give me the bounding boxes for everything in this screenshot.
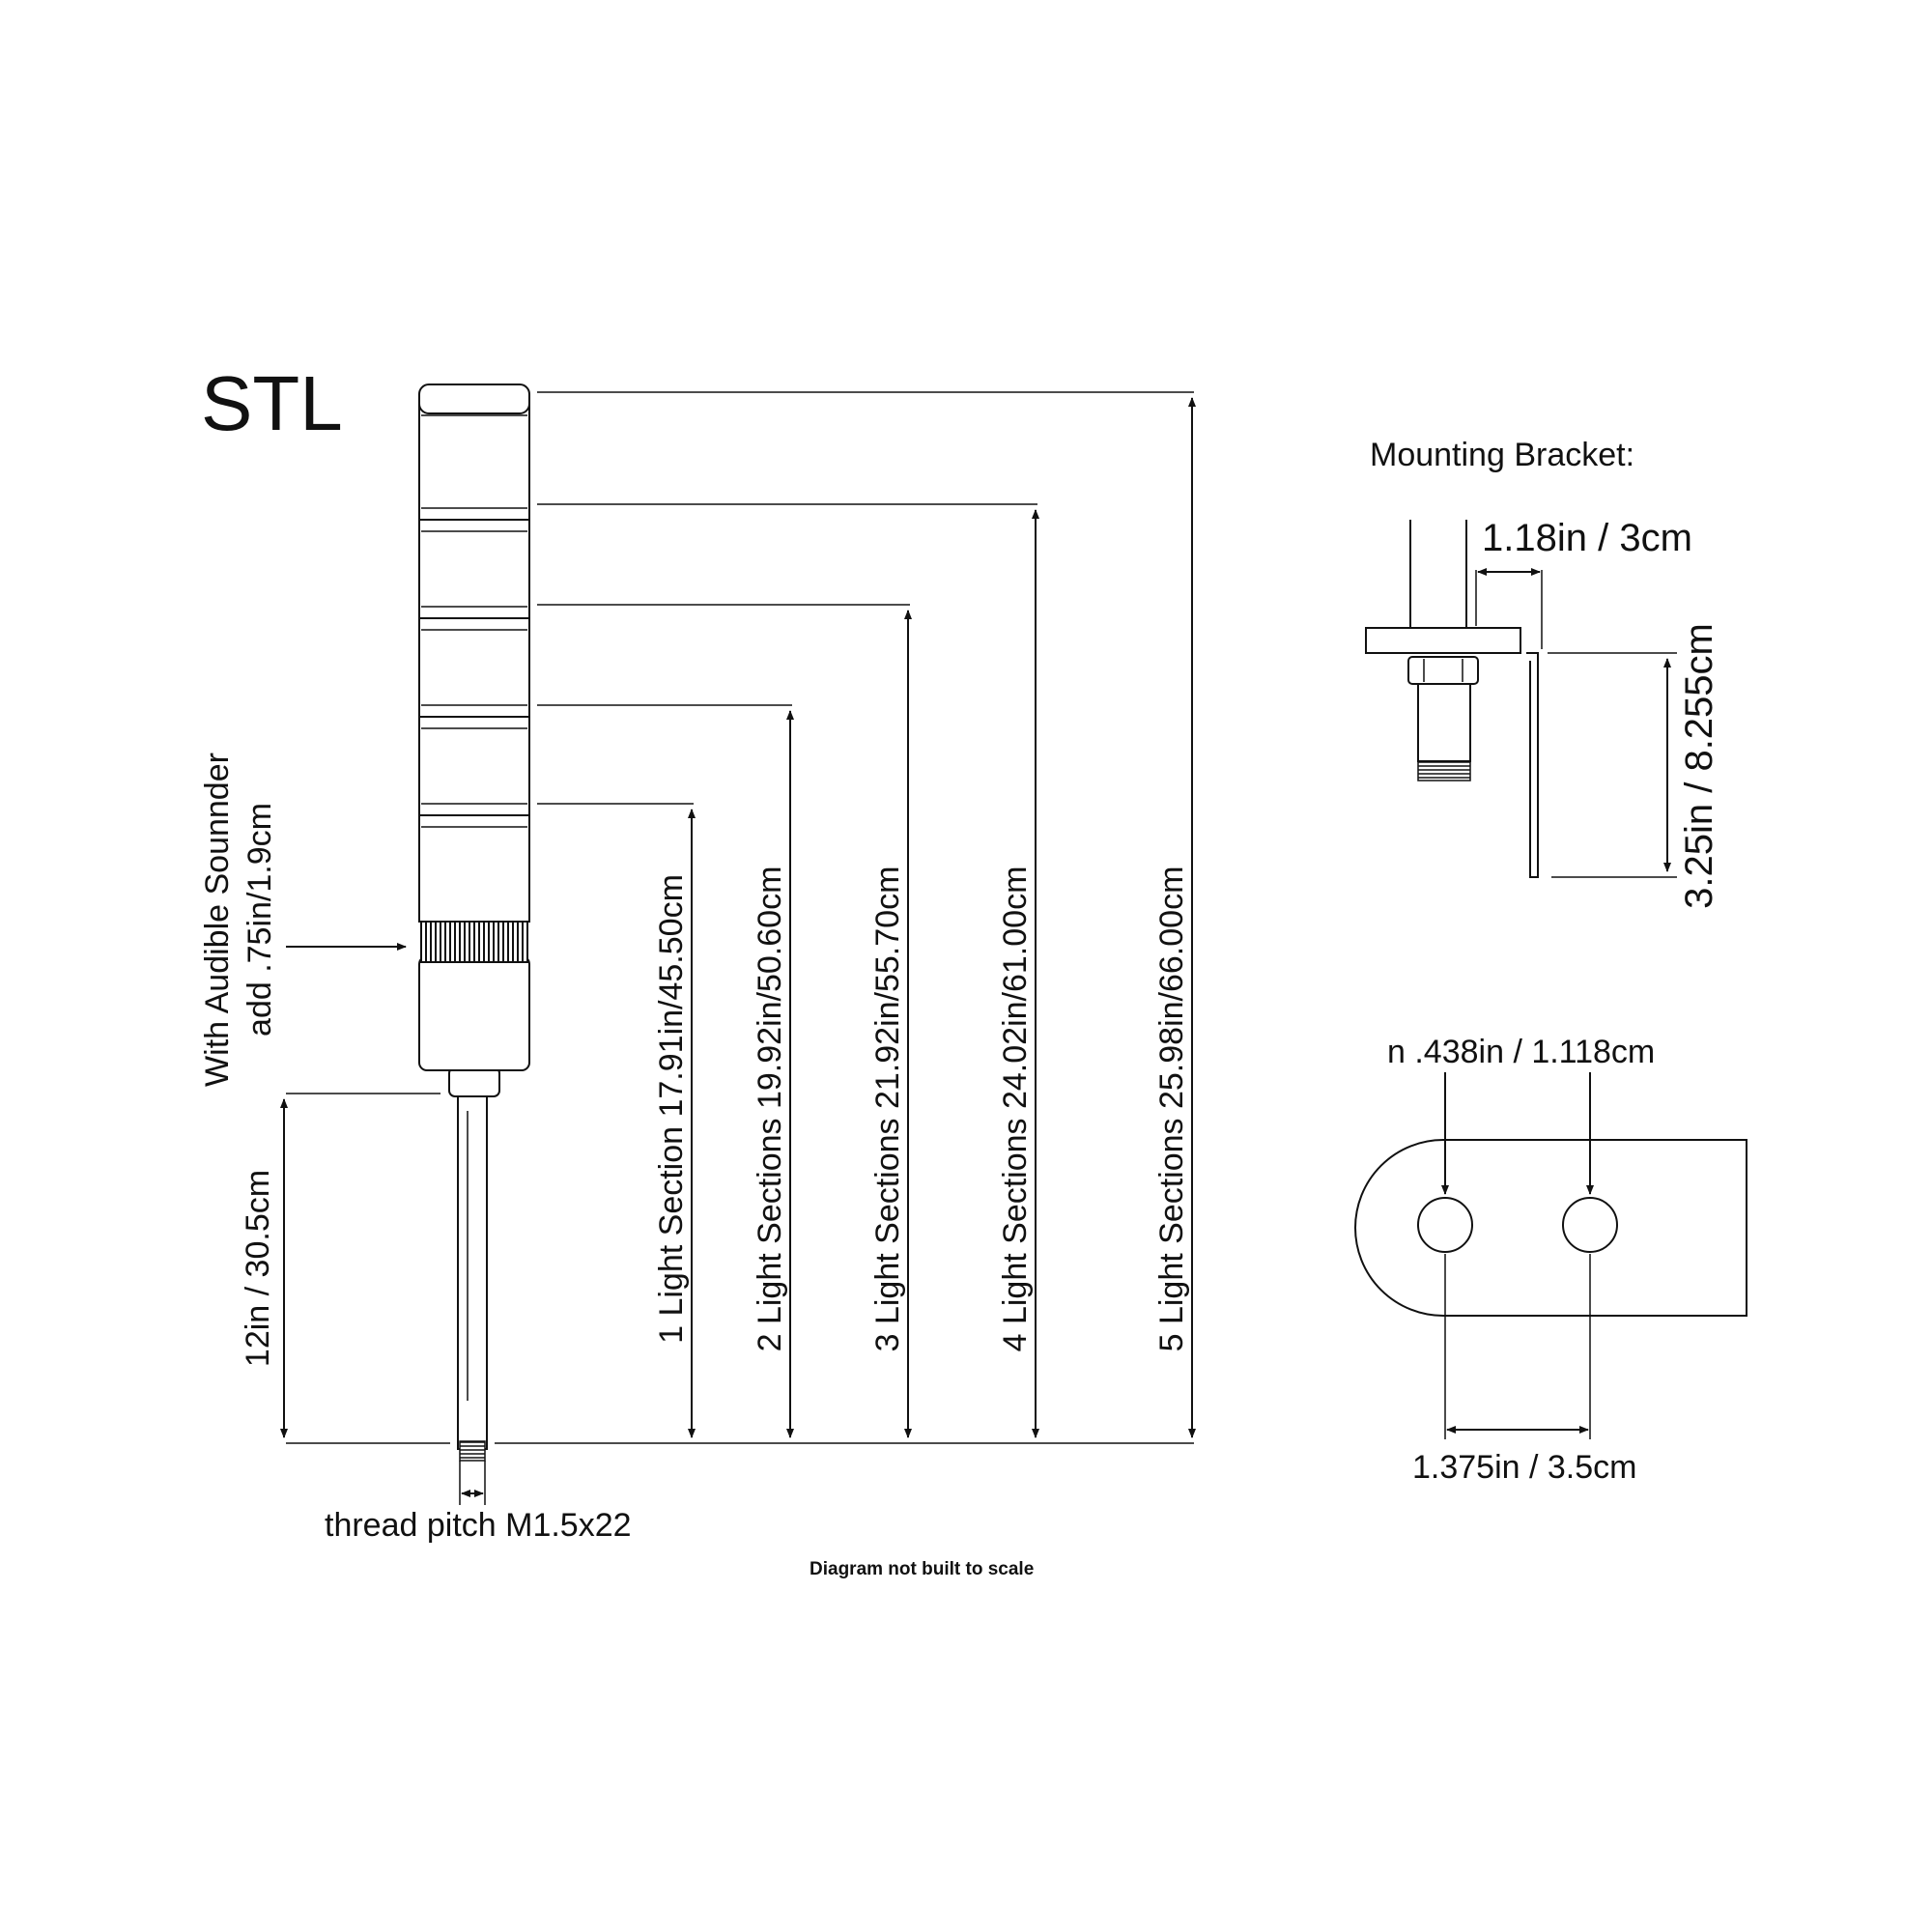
mounting-hole (1562, 1197, 1618, 1253)
light-section (418, 714, 530, 816)
height-label-2: 2 Light Sections 19.92in/50.60cm (752, 867, 788, 1352)
base-collar (448, 1066, 500, 1097)
bracket-height-label: 3.25in / 8.255cm (1678, 623, 1720, 909)
light-section (418, 517, 530, 619)
hole-spacing-label: 1.375in / 3.5cm (1412, 1449, 1636, 1486)
sounder-label-line1: With Audible Sounnder (199, 753, 236, 1087)
sounder-callout: With Audible Sounnder add .75in/1.9cm (199, 753, 407, 1087)
bracket-top-view: n .438in / 1.118cm 1.375in / 3.5cm (1354, 1034, 1747, 1486)
bracket-stub-thread (1417, 760, 1471, 781)
sounder-section (420, 917, 528, 963)
pole-length-dimension: 12in / 30.5cm (240, 1093, 450, 1444)
scale-note: Diagram not built to scale (810, 1559, 1034, 1579)
bracket-nut (1407, 656, 1479, 685)
base-housing (418, 955, 530, 1071)
height-label-5: 5 Light Sections 25.98in/66.00cm (1153, 867, 1190, 1352)
pole-length-label: 12in / 30.5cm (240, 1170, 276, 1367)
light-section (418, 401, 530, 521)
thread-pitch-label: thread pitch M1.5x22 (325, 1507, 632, 1544)
height-label-4: 4 Light Sections 24.02in/61.00cm (997, 867, 1034, 1352)
bracket-plate (1365, 627, 1521, 654)
bracket-width-label: 1.18in / 3cm (1482, 517, 1692, 559)
bracket-heading: Mounting Bracket: (1370, 437, 1634, 473)
mounting-pole (457, 1091, 488, 1450)
light-section (418, 615, 530, 718)
height-label-3: 3 Light Sections 21.92in/55.70cm (869, 867, 906, 1352)
bracket-stub (1417, 683, 1471, 762)
sounder-label-line2: add .75in/1.9cm (242, 803, 278, 1037)
bracket-plate-outline (1354, 1139, 1747, 1317)
page-title: STL (201, 360, 343, 446)
thread-callout: thread pitch M1.5x22 (325, 1461, 632, 1544)
bracket-side-view: Mounting Bracket: 1.18in / 3cm 3.25in / … (1365, 437, 1720, 909)
top-cap (418, 384, 530, 414)
stack-light-tower (418, 384, 530, 1462)
height-dimensions: 5 Light Sections 25.98in/66.00cm 4 Light… (495, 391, 1196, 1444)
hole-diameter-label: n .438in / 1.118cm (1387, 1034, 1655, 1070)
light-section (418, 812, 530, 923)
pole-thread (459, 1440, 486, 1462)
height-label-1: 1 Light Section 17.91in/45.50cm (653, 874, 690, 1344)
mounting-hole (1417, 1197, 1473, 1253)
